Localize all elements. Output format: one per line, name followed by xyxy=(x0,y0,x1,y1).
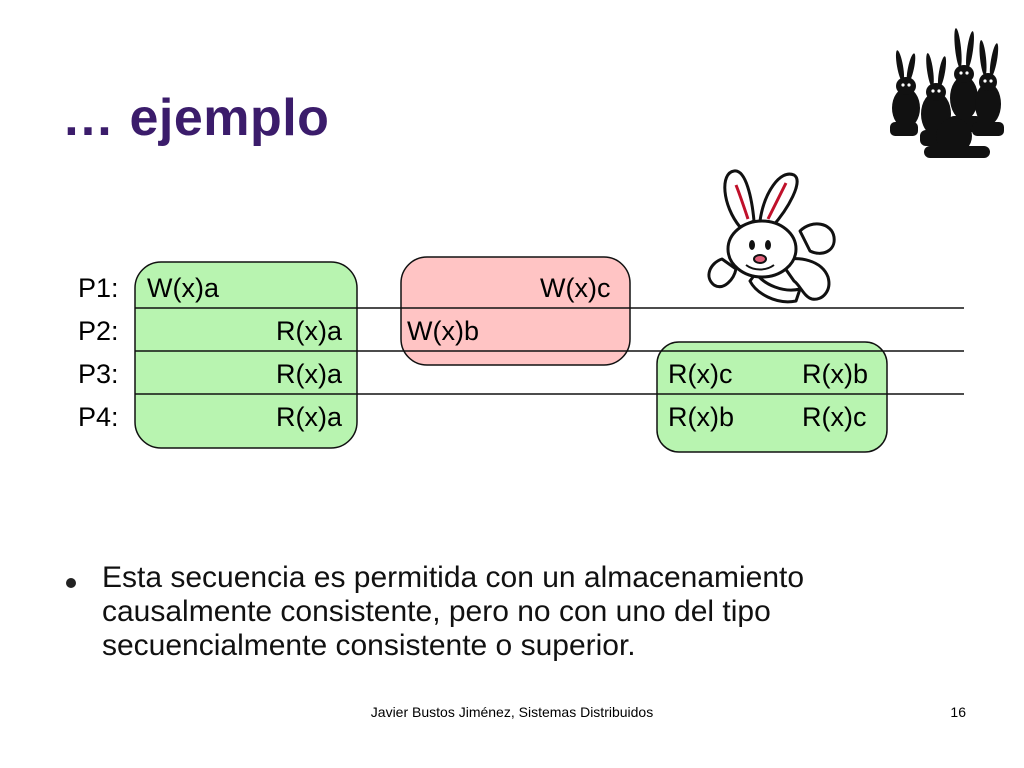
op-p1-write-c: W(x)c xyxy=(540,273,610,303)
op-p4-read-c: R(x)c xyxy=(802,402,866,432)
process-label-p2: P2: xyxy=(78,316,119,346)
op-p2-write-b: W(x)b xyxy=(407,316,479,346)
rabbit-silhouettes-icon xyxy=(890,28,1004,158)
op-p1-write-a: W(x)a xyxy=(147,273,220,303)
slide-footer: Javier Bustos Jiménez, Sistemas Distribu… xyxy=(370,704,654,720)
slide-title: … ejemplo xyxy=(62,89,330,147)
process-label-p3: P3: xyxy=(78,359,119,389)
cartoon-bunny-icon xyxy=(707,169,836,304)
op-p3-read-a: R(x)a xyxy=(276,359,343,389)
op-p4-read-b: R(x)b xyxy=(668,402,734,432)
bullet-marker xyxy=(66,578,76,588)
green-group-right xyxy=(656,341,888,453)
pink-group xyxy=(400,256,631,366)
process-label-p1: P1: xyxy=(78,273,119,303)
op-p3-read-b: R(x)b xyxy=(802,359,868,389)
process-label-p4: P4: xyxy=(78,402,119,432)
page-number: 16 xyxy=(950,704,966,720)
bullet-text: Esta secuencia es permitida con un almac… xyxy=(102,561,805,662)
op-p3-read-c: R(x)c xyxy=(668,359,732,389)
op-p2-read-a: R(x)a xyxy=(276,316,343,346)
op-p4-read-a: R(x)a xyxy=(276,402,343,432)
